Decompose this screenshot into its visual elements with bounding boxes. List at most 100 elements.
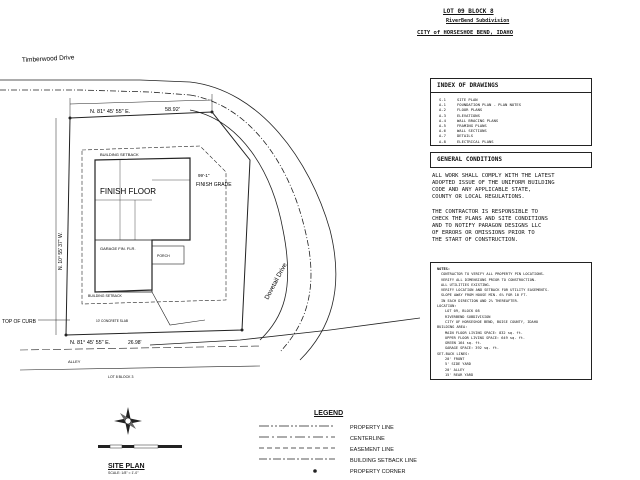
index-item: A-6 WALL SECTIONS: [439, 128, 521, 133]
dim-line-top: [69, 99, 213, 105]
index-item-name: SITE PLAN: [457, 97, 478, 102]
notes-line: MAIN FLOOR LIVING SPACE: 832 sq. ft.: [445, 330, 523, 335]
notes-line: VERIFY LOCATION AND SETBACK FOR UTILITY …: [441, 288, 550, 293]
notes-line: GREEN 164 sq. ft.: [445, 341, 482, 346]
notes-line: CITY OF HORSESHOE BEND, BOISE COUNTY, ID…: [445, 319, 539, 324]
dist-bottom-label: 26.98': [128, 340, 142, 346]
legend-item: EASEMENT LINE: [350, 447, 394, 453]
site-plan-title: SITE PLAN: [108, 463, 145, 470]
top-of-curb-label: TOP OF CURB: [2, 319, 37, 325]
property-corner: [210, 110, 214, 114]
notes-line: RIVERBEND SUBDIVISION: [445, 314, 491, 319]
index-item-code: A-6: [439, 128, 446, 134]
slab-note-label: 10' CONCRETE SLAB: [96, 319, 128, 323]
index-item-name: WALL BRACING PLANS: [457, 117, 499, 123]
legend-item: CENTERLINE: [350, 436, 385, 442]
notes-line: CONTRACTOR TO VERIFY ALL PROPERTY PIN LO…: [441, 272, 545, 277]
notes-list: NOTES: CONTRACTOR TO VERIFY ALL PROPERTY…: [437, 267, 549, 378]
notes-line: 20' FRONT: [445, 357, 465, 362]
bearing-bottom-label: N. 81° 45' 55" E.: [70, 340, 111, 346]
legend-item: PROPERTY LINE: [350, 425, 394, 431]
notes-line: ALL UTILITIES EXISTING.: [441, 282, 491, 287]
index-item: A-1 FOUNDATION PLAN - PLAN NOTES: [439, 102, 521, 107]
house-upper: [94, 157, 191, 293]
legend-labels: PROPERTY LINE CENTERLINE EASEMENT LINE B…: [350, 423, 417, 478]
general-line: ALL WORK SHALL COMPLY WITH THE LATEST: [432, 173, 555, 179]
notes-line: UPPER FLOOR LIVING SPACE: 649 sq. ft.: [445, 335, 526, 340]
garage-outline: [94, 239, 153, 293]
road-curve-edge: [189, 109, 289, 341]
index-item: A-5 FRAMING PLANS: [439, 123, 521, 128]
setback-line: [81, 145, 227, 305]
notes-box: NOTES: CONTRACTOR TO VERIFY ALL PROPERTY…: [430, 262, 592, 380]
notes-header: NOTES:: [437, 267, 450, 271]
index-header-text: INDEX OF DRAWINGS: [437, 82, 499, 89]
bearing-top-label: N. 81° 45' 55" E.: [90, 109, 131, 115]
finish-grade-label: FINISH GRADE: [196, 182, 232, 188]
legend-item: BUILDING SETBACK LINE: [350, 458, 417, 464]
index-item: A-2 FLOOR PLANS: [439, 107, 521, 112]
index-item-name: FRAMING PLANS: [457, 123, 487, 129]
notes-line: VERIFY ALL DIMENSIONS PRIOR TO CONSTRUCT…: [441, 277, 537, 282]
general-line: CHECK THE PLANS AND SITE CONDITIONS: [432, 216, 548, 222]
index-item-name: FOUNDATION PLAN - PLAN NOTES: [457, 102, 522, 108]
general-line: OF ERRORS OR OMISSIONS PRIOR TO: [432, 230, 535, 236]
property-corner: [240, 328, 244, 332]
porch-label: PORCH: [157, 254, 170, 258]
index-item: S-1 SITE PLAN: [439, 97, 521, 102]
general-line: AND TO NOTIFY PARAGON DESIGNS LLC: [432, 223, 542, 229]
notes-line: LOT 09, BLOCK 08: [445, 309, 480, 314]
general-line: COUNTY OR LOCAL REGULATIONS.: [432, 194, 525, 200]
general-line: ADOPTED ISSUE OF THE UNIFORM BUILDING: [432, 180, 555, 186]
index-item-name: DETAILS: [457, 133, 474, 139]
notes-line: BUILDING AREA:: [437, 325, 468, 330]
index-item-name: FLOOR PLANS: [457, 107, 483, 113]
index-item-code: A-1: [439, 102, 446, 108]
notes-line: SET-BACK LINES:: [437, 351, 470, 356]
city-title: CITY of HORSESHOE BEND, IDAHO: [417, 30, 514, 36]
road-curve-outer: [189, 81, 337, 361]
property-boundary: [65, 111, 251, 336]
index-item-code: A-4: [439, 117, 446, 123]
setback-label: BUILDING SETBACK: [100, 152, 139, 157]
general-text: ALL WORK SHALL COMPLY WITH THE LATEST AD…: [432, 173, 555, 244]
property-corner: [68, 116, 72, 120]
general-header: GENERAL CONDITIONS: [430, 152, 592, 168]
index-item-name: WALL SECTIONS: [457, 128, 487, 134]
alley-line: [19, 345, 261, 351]
street-top-label: Timberwood Drive: [22, 54, 75, 64]
notes-line: 15' REAR YARD: [445, 372, 474, 377]
index-item-name: ELECTRICAL PLANS: [457, 138, 494, 144]
general-line: THE START OF CONSTRUCTION.: [432, 237, 519, 243]
street-right-label: Dovetail Drive: [264, 262, 289, 301]
legend-item: PROPERTY CORNER: [350, 469, 406, 475]
notes-line: LOCATION:: [437, 304, 457, 309]
dovetail-road-edge: [149, 317, 420, 346]
bearing-left-label: N. 10° 55' 37" W.: [58, 232, 64, 270]
notes-line: GARAGE SPACE: 392 sq. ft.: [445, 346, 500, 351]
notes-line: 5' SIDE YARD: [445, 362, 471, 367]
lot-title: LOT 09 BLOCK 8: [443, 8, 494, 15]
legend-symbols: [259, 425, 335, 473]
scale-bar: [98, 444, 182, 449]
driveway: [151, 291, 206, 326]
ff-elev-label: 99'-1": [198, 173, 210, 178]
index-item-code: A-2: [439, 107, 446, 113]
timberwood-curb-outer: [0, 79, 191, 83]
index-list: S-1 SITE PLAN A-1 FOUNDATION PLAN - PLAN NO…: [439, 97, 521, 144]
north-arrow-icon: [114, 407, 142, 435]
index-item-code: A-5: [439, 123, 446, 129]
notes-line: 20' ALLEY: [445, 367, 465, 372]
timberwood-curb-inner: [0, 89, 191, 96]
legend-title: LEGEND: [314, 410, 344, 417]
general-header-text: GENERAL CONDITIONS: [437, 156, 503, 163]
subdivision-title: RiverBend Subdivision: [446, 18, 510, 24]
index-box: S-1 SITE PLAN A-1 FOUNDATION PLAN - PLAN NO…: [430, 92, 592, 146]
index-item-code: A-3: [439, 112, 446, 118]
index-item-code: S-1: [439, 97, 446, 102]
garage-label: GARAGE FIN. FLR.: [100, 246, 136, 251]
general-line: CODE AND ANY APPLICABLE STATE,: [432, 187, 532, 193]
index-item-code: A-7: [439, 133, 446, 139]
